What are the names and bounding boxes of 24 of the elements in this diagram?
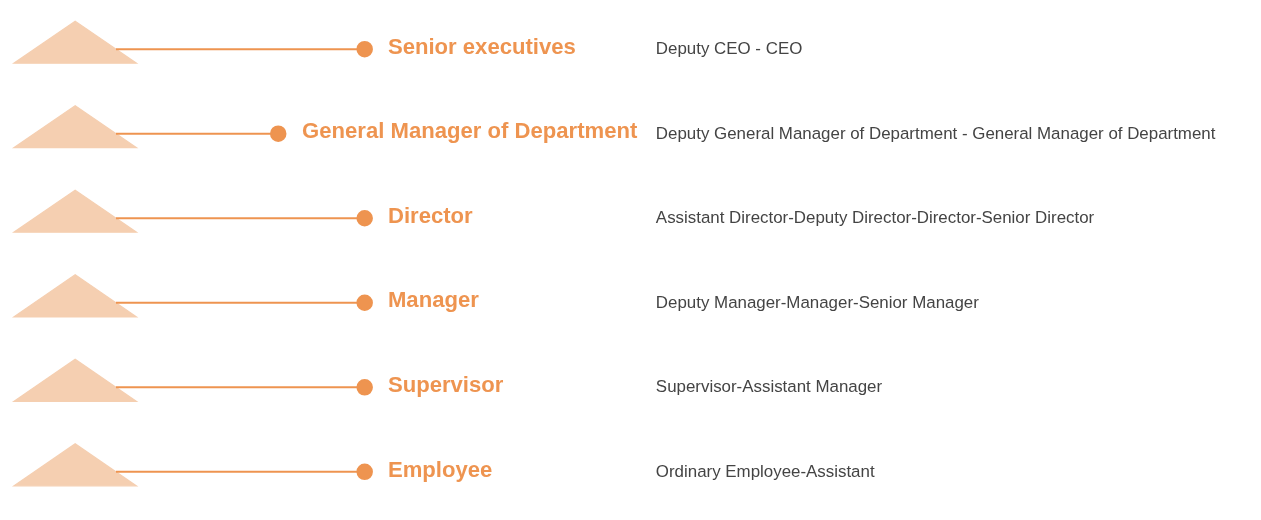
node-text: Senior executives (387, 33, 576, 59)
node-label: Deputy General Manager of Department - General Manager of Department (655, 123, 1216, 143)
node-triangle (11, 19, 139, 64)
node-label: Ordinary Employee-Assistant (655, 461, 875, 481)
node-text: Employee (387, 456, 493, 482)
node-label: Deputy CEO - CEO (655, 38, 803, 58)
node-triangle (11, 358, 139, 402)
node-text: Supervisor (387, 371, 504, 397)
node-text: General Manager of Department (302, 117, 638, 143)
node-triangle (11, 273, 139, 317)
connector (115, 463, 373, 480)
node-label: Deputy Manager-Manager-Senior Manager (655, 292, 979, 312)
connector (115, 124, 287, 142)
connector (115, 294, 373, 311)
node-text: Manager (387, 286, 479, 312)
node-triangle (11, 442, 139, 486)
node-triangle (11, 189, 139, 233)
connector (115, 209, 373, 226)
node-text: Director (387, 202, 473, 228)
connector (115, 378, 373, 396)
node-label: Assistant Director-Deputy Director-Director-Senior Director (655, 207, 1095, 227)
node-triangle (11, 104, 139, 148)
node-label: Supervisor-Assistant Manager (655, 376, 883, 396)
connector (115, 40, 373, 57)
